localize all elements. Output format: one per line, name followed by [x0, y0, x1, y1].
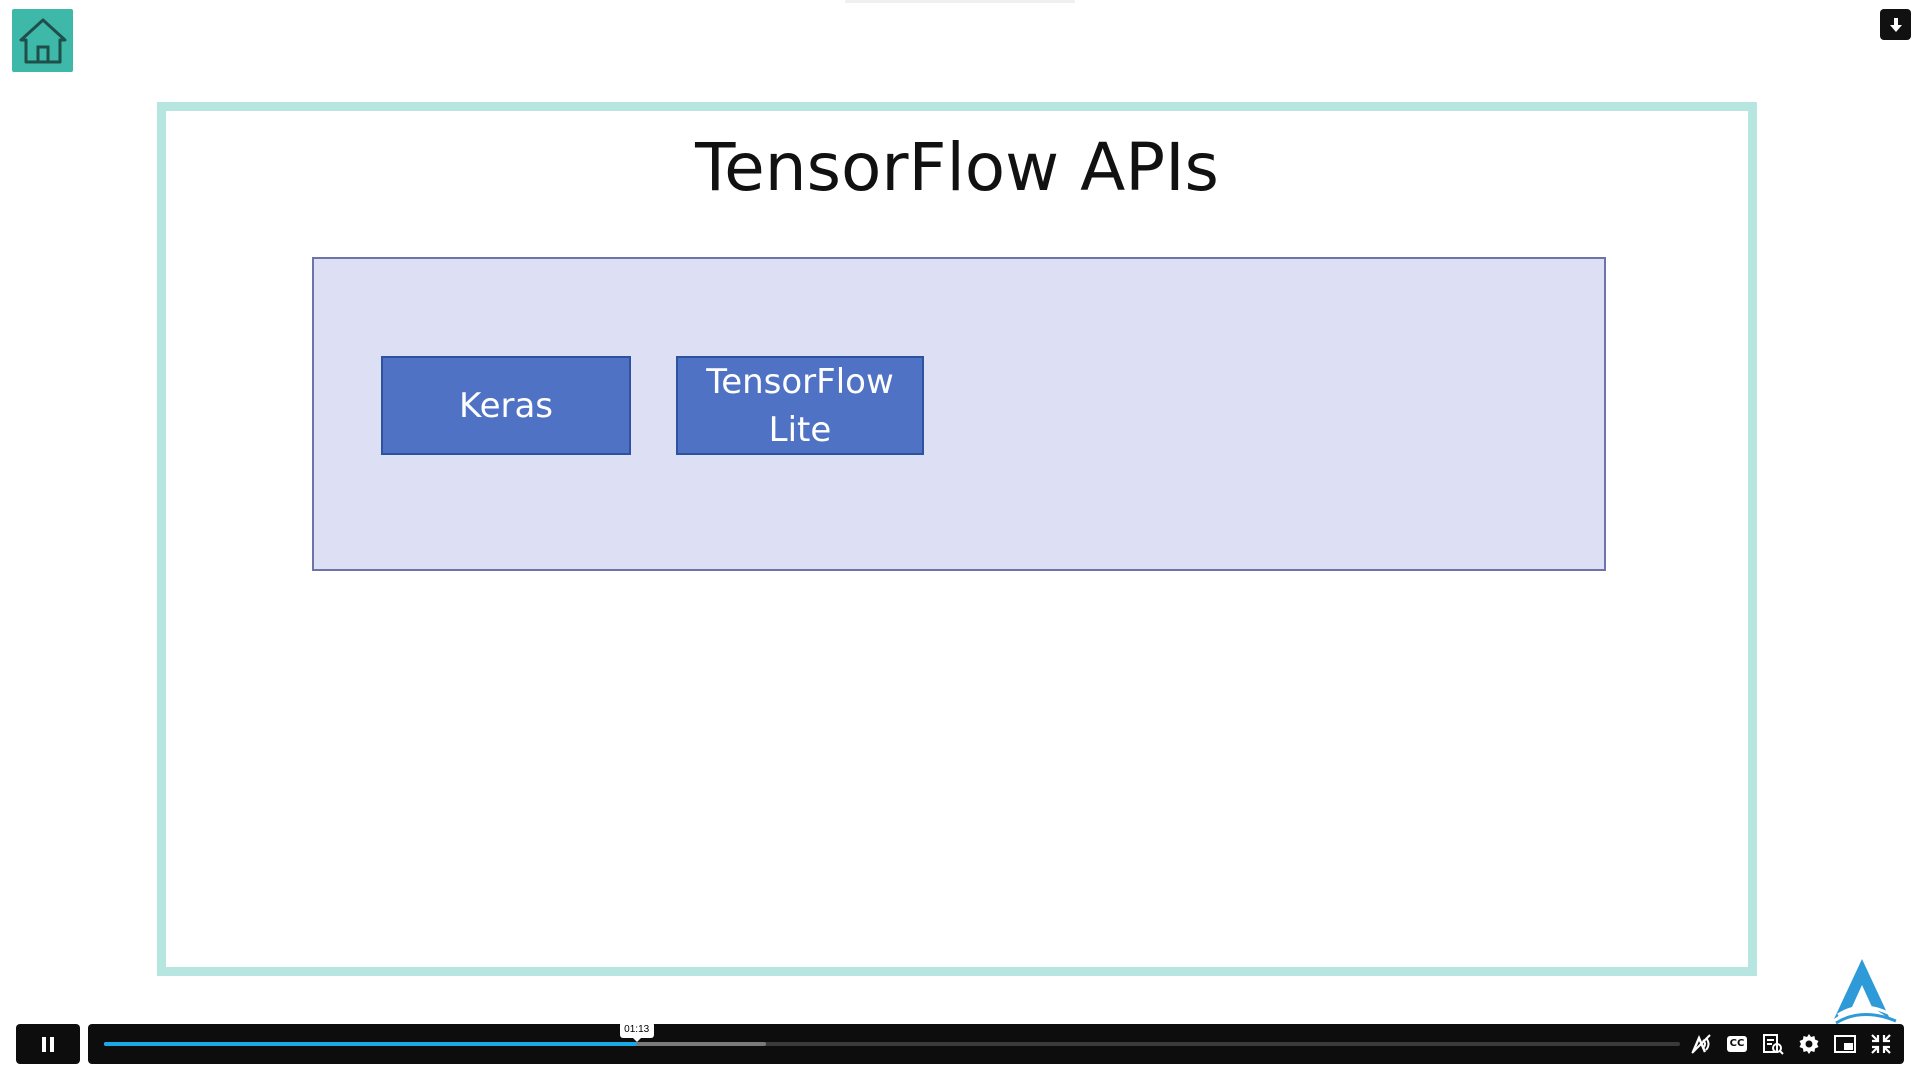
- slide-title: TensorFlow APIs: [695, 129, 1219, 206]
- home-button[interactable]: [12, 9, 73, 72]
- transcript-icon: [1763, 1034, 1784, 1055]
- pause-icon: [40, 1036, 56, 1052]
- api-panel: Keras TensorFlow Lite: [312, 257, 1606, 571]
- home-icon: [19, 18, 66, 63]
- gear-icon: [1799, 1034, 1819, 1054]
- top-handle: [845, 0, 1075, 3]
- transcript-button[interactable]: [1760, 1031, 1786, 1057]
- control-icons: CC: [1688, 1030, 1894, 1058]
- audio-description-icon: [1691, 1034, 1711, 1054]
- captions-icon: CC: [1726, 1036, 1748, 1052]
- exit-fullscreen-icon: [1871, 1034, 1891, 1054]
- time-tooltip: 01:13: [619, 1022, 654, 1042]
- captions-button[interactable]: CC: [1724, 1031, 1750, 1057]
- brand-logo-icon: [1834, 959, 1897, 1025]
- picture-in-picture-icon: [1834, 1035, 1856, 1053]
- picture-in-picture-button[interactable]: [1832, 1031, 1858, 1057]
- exit-fullscreen-button[interactable]: [1868, 1031, 1894, 1057]
- api-box-tensorflow-lite: TensorFlow Lite: [676, 356, 924, 455]
- api-box-label: TensorFlow Lite: [706, 361, 894, 450]
- control-bar: 01:13 CC: [88, 1022, 1904, 1064]
- slide-frame: TensorFlow APIs Keras TensorFlow Lite: [157, 102, 1757, 976]
- api-box-keras: Keras: [381, 356, 631, 455]
- download-button[interactable]: [1880, 9, 1911, 40]
- settings-button[interactable]: [1796, 1031, 1822, 1057]
- audio-description-button[interactable]: [1688, 1031, 1714, 1057]
- download-icon: [1889, 17, 1902, 32]
- pause-button[interactable]: [16, 1024, 80, 1064]
- brand-logo: [1812, 955, 1912, 1035]
- progress-played: [104, 1042, 637, 1046]
- progress-bar[interactable]: 01:13: [104, 1022, 1680, 1046]
